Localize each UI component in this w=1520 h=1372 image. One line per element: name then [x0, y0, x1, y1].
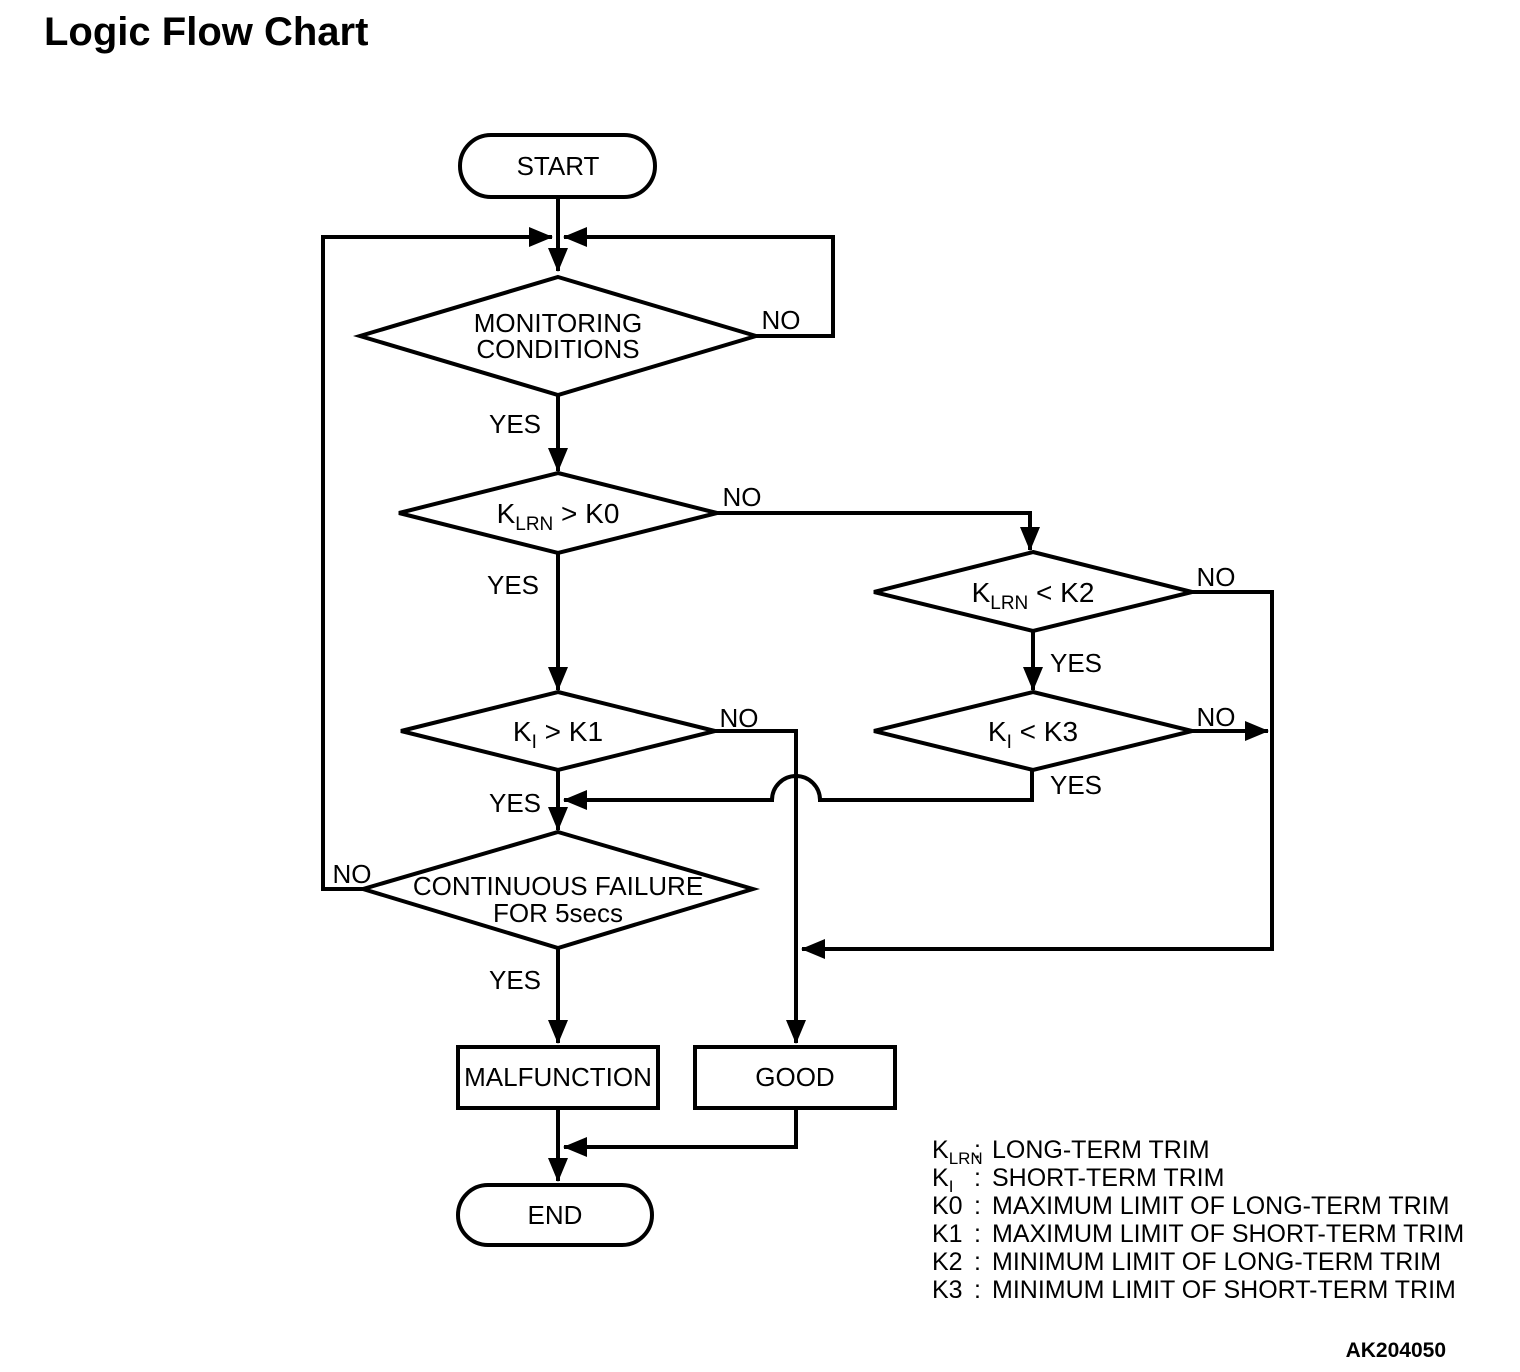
monitoring-conditions-diamond: [352, 274, 764, 398]
node-klrn-gt-k0: KLRN > K0: [398, 470, 718, 556]
node-monitoring-conditions: MONITORING CONDITIONS: [352, 274, 764, 398]
node-klrn-lt-k2: KLRN < K2: [873, 549, 1193, 634]
ki-gt-k1-no-label: NO: [720, 703, 759, 733]
klrn-lt-k2-diamond: [873, 549, 1193, 634]
continuous-failure-line2: FOR 5secs: [493, 898, 623, 928]
monitoring-no-label: NO: [762, 305, 801, 335]
edge-ki-gt-k1-no: [715, 729, 806, 1044]
node-malfunction: MALFUNCTION: [456, 1045, 660, 1110]
ki-lt-k3-label: KI < K3: [988, 716, 1078, 753]
edge-monitoring-no-loop: [563, 227, 835, 338]
edge-labels: NO YES NO YES NO YES NO YES NO YES NO YE…: [333, 305, 1236, 995]
continuous-failure-diamond: [355, 829, 761, 951]
edge-klrn-lt-k2-no: [801, 590, 1274, 959]
klrn-lt-k2-label: KLRN < K2: [972, 577, 1095, 614]
edge-continuous-failure-no-loop: [321, 227, 553, 891]
edge-ki-lt-k3-yes: [563, 770, 1034, 810]
node-good: GOOD: [693, 1045, 897, 1110]
edge-good-to-end-merge: [563, 1108, 798, 1157]
klrn-lt-k2-no-label: NO: [1197, 562, 1236, 592]
good-label: GOOD: [755, 1062, 834, 1092]
ki-lt-k3-diamond: [873, 689, 1193, 773]
monitoring-conditions-line1: MONITORING: [474, 308, 643, 338]
klrn-gt-k0-yes-label: YES: [487, 570, 539, 600]
klrn-lt-k2-yes-label: YES: [1050, 648, 1102, 678]
legend-row-k2: K2:MINIMUM LIMIT OF LONG-TERM TRIM: [932, 1248, 1441, 1276]
continuous-failure-yes-label: YES: [489, 965, 541, 995]
monitoring-yes-label: YES: [489, 409, 541, 439]
end-label: END: [528, 1200, 583, 1230]
klrn-gt-k0-diamond: [398, 470, 718, 556]
ki-gt-k1-label: KI > K1: [513, 716, 603, 753]
klrn-gt-k0-label: KLRN > K0: [497, 498, 620, 535]
node-continuous-failure: CONTINUOUS FAILURE FOR 5secs: [355, 829, 761, 951]
ki-lt-k3-no-label: NO: [1197, 702, 1236, 732]
legend-row-k0: K0:MAXIMUM LIMIT OF LONG-TERM TRIM: [932, 1192, 1449, 1220]
ki-gt-k1-yes-label: YES: [489, 788, 541, 818]
ki-gt-k1-diamond: [400, 689, 716, 773]
node-ki-gt-k1: KI > K1: [400, 689, 716, 773]
start-label: START: [517, 151, 600, 181]
malfunction-box: [456, 1045, 660, 1110]
monitoring-conditions-line2: CONDITIONS: [476, 334, 639, 364]
page-title: Logic Flow Chart: [44, 10, 368, 54]
legend: KLRN:LONG-TERM TRIM KI:SHORT-TERM TRIM K…: [932, 1136, 1464, 1304]
continuous-failure-no-label: NO: [333, 859, 372, 889]
good-box: [693, 1045, 897, 1110]
legend-row-klrn: KLRN:LONG-TERM TRIM: [932, 1136, 1210, 1168]
node-start: START: [458, 133, 657, 199]
legend-row-k1: K1:MAXIMUM LIMIT OF SHORT-TERM TRIM: [932, 1220, 1464, 1248]
edge-klrn-gt-k0-no: [717, 511, 1040, 551]
legend-row-k3: K3:MINIMUM LIMIT OF SHORT-TERM TRIM: [932, 1276, 1456, 1304]
malfunction-label: MALFUNCTION: [464, 1062, 652, 1092]
node-ki-lt-k3: KI < K3: [873, 689, 1193, 773]
node-end: END: [456, 1183, 654, 1247]
continuous-failure-line1: CONTINUOUS FAILURE: [413, 871, 703, 901]
klrn-gt-k0-no-label: NO: [723, 482, 762, 512]
end-terminator-shape: [456, 1183, 654, 1247]
ki-lt-k3-yes-label: YES: [1050, 770, 1102, 800]
start-terminator-shape: [458, 133, 657, 199]
flowchart-edges: [321, 197, 1274, 1182]
figure-code: AK204050: [1346, 1339, 1446, 1362]
legend-row-ki: KI:SHORT-TERM TRIM: [932, 1164, 1224, 1196]
